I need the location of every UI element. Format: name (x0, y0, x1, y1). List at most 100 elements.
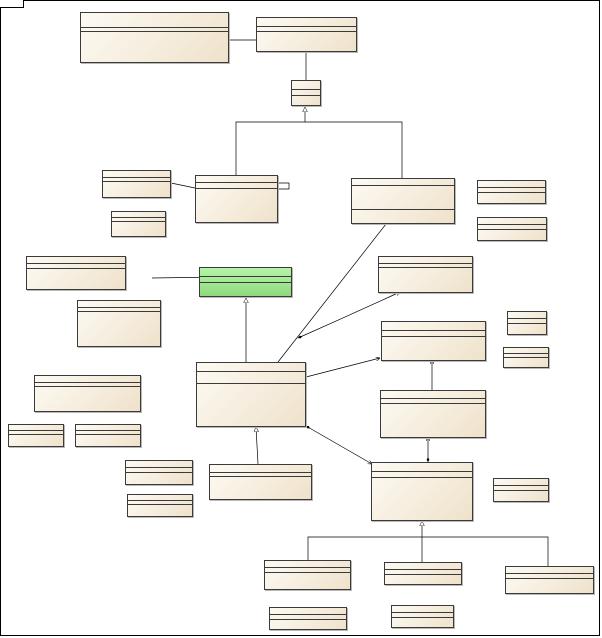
compartment-divider (197, 383, 305, 384)
compartment-divider (196, 188, 277, 189)
compartment-divider (200, 282, 291, 283)
compartment-divider (478, 224, 546, 225)
compartment-divider (76, 430, 140, 431)
compartment-divider (257, 31, 356, 32)
compartment-divider (292, 95, 320, 96)
class-box[interactable] (477, 217, 547, 241)
class-box[interactable] (477, 180, 546, 204)
class-box[interactable] (351, 178, 455, 224)
compartment-divider (196, 182, 277, 183)
class-box[interactable] (381, 321, 486, 361)
class-box[interactable] (505, 566, 594, 594)
compartment-divider (126, 472, 192, 473)
class-box[interactable] (127, 494, 193, 517)
compartment-divider (257, 26, 356, 27)
composition-to-upper-right[interactable] (297, 292, 400, 338)
class-box[interactable] (111, 211, 166, 237)
generalization-bottom-branches[interactable] (307, 536, 549, 566)
compartment-divider (27, 268, 125, 269)
compartment-divider (478, 192, 545, 193)
class-box[interactable] (102, 170, 171, 198)
compartment-divider (103, 177, 170, 178)
compartment-divider (392, 617, 453, 618)
compartment-divider (381, 403, 485, 404)
class-box[interactable] (264, 560, 351, 590)
class-box[interactable] (209, 464, 312, 500)
compartment-divider (265, 572, 350, 573)
class-box[interactable] (269, 607, 347, 630)
highlighted-class[interactable] (199, 267, 292, 297)
compartment-divider (210, 472, 311, 473)
composition-down-right[interactable] (305, 425, 372, 464)
assoc-line-left[interactable] (170, 182, 196, 189)
compartment-divider (81, 31, 228, 32)
class-box[interactable] (75, 424, 141, 447)
generalization-lower[interactable] (256, 427, 258, 465)
compartment-divider (508, 318, 546, 319)
compartment-divider (35, 386, 140, 387)
compartment-divider (478, 229, 546, 230)
class-box[interactable] (371, 462, 473, 521)
compartment-divider (385, 574, 461, 575)
compartment-divider (494, 490, 548, 491)
compartment-divider (508, 323, 546, 324)
compartment-divider (270, 614, 346, 615)
class-box[interactable] (493, 478, 549, 502)
compartment-divider (379, 267, 472, 268)
compartment-divider (9, 430, 63, 431)
compartment-divider (478, 187, 545, 188)
self-association[interactable] (278, 182, 290, 190)
class-box[interactable] (384, 562, 462, 585)
compartment-divider (200, 276, 291, 277)
compartment-divider (9, 434, 63, 435)
compartment-divider (352, 185, 454, 186)
class-box[interactable] (256, 17, 357, 52)
compartment-divider (372, 477, 472, 478)
compartment-divider (27, 263, 125, 264)
compartment-divider (128, 504, 192, 505)
class-box[interactable] (34, 375, 141, 412)
class-box[interactable] (391, 605, 454, 628)
class-box[interactable] (380, 390, 486, 438)
compartment-divider (126, 467, 192, 468)
compartment-divider (128, 500, 192, 501)
compartment-divider (494, 485, 548, 486)
compartment-divider (504, 353, 548, 354)
class-box[interactable] (507, 311, 547, 335)
compartment-divider (112, 217, 165, 218)
compartment-divider (265, 567, 350, 568)
compartment-divider (379, 263, 472, 264)
compartment-divider (76, 434, 140, 435)
compartment-divider (385, 569, 461, 570)
class-box[interactable] (196, 362, 306, 427)
compartment-divider (392, 612, 453, 613)
compartment-divider (35, 382, 140, 383)
compartment-divider (78, 307, 160, 308)
class-box[interactable] (291, 80, 321, 106)
assoc-line-diagonal[interactable] (277, 223, 387, 363)
compartment-divider (292, 89, 320, 90)
class-box[interactable] (195, 175, 278, 223)
compartment-divider (352, 209, 454, 210)
diagram-tab (0, 0, 24, 8)
compartment-divider (103, 181, 170, 182)
class-box[interactable] (125, 460, 193, 485)
compartment-divider (197, 371, 305, 372)
compartment-divider (112, 221, 165, 222)
compartment-divider (504, 357, 548, 358)
compartment-divider (270, 619, 346, 620)
class-box[interactable] (503, 347, 549, 368)
class-box[interactable] (378, 256, 473, 293)
compartment-divider (381, 398, 485, 399)
class-box[interactable] (26, 256, 126, 290)
class-box[interactable] (8, 424, 64, 447)
class-box[interactable] (77, 300, 161, 347)
class-box[interactable] (80, 12, 229, 63)
compartment-divider (372, 471, 472, 472)
assoc-line-middle-right[interactable] (305, 358, 380, 378)
compartment-divider (506, 578, 593, 579)
compartment-divider (382, 330, 485, 331)
generalization-tree-branches[interactable] (235, 121, 403, 178)
